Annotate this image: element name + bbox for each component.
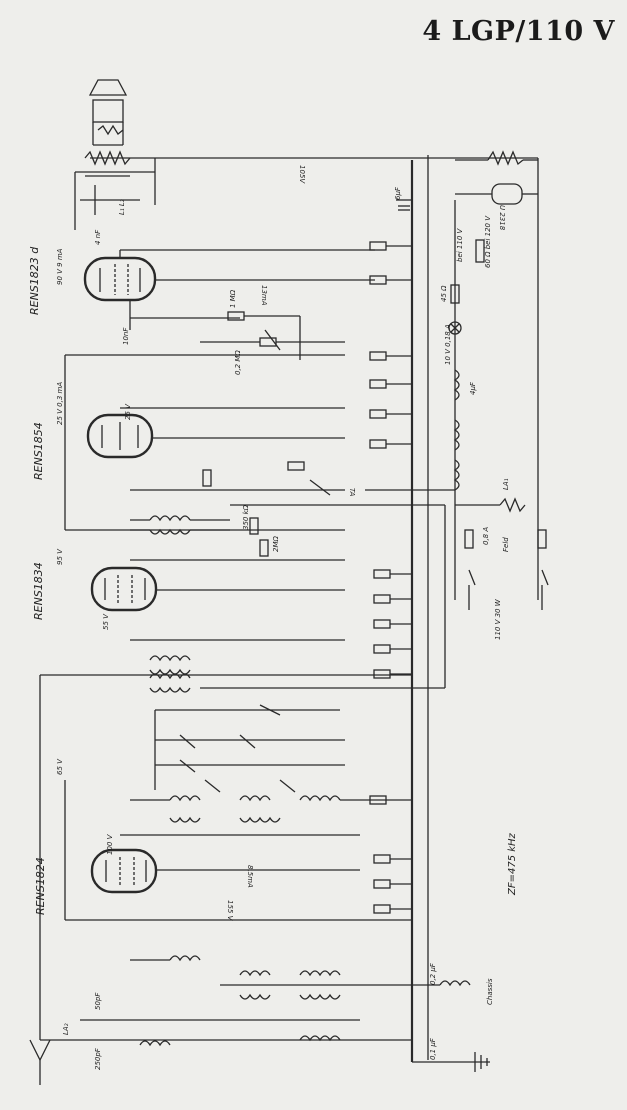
tube-1854 (86, 413, 154, 459)
cap-4nf: 4 nF (94, 229, 102, 245)
cap-250pf: 250pF (94, 1047, 102, 1070)
voltage-95: 95 V (56, 548, 64, 565)
res-1m: 1 MΩ (229, 289, 237, 308)
cap-6uf: 6μF (394, 186, 402, 200)
res-350k: 350 kΩ (242, 504, 250, 530)
if-frequency-label: ZF=475 kHz (507, 832, 518, 896)
cap-01uf: 0,1 μF (429, 1037, 437, 1060)
cap-02uf: 0,2 μF (429, 962, 437, 985)
lamp-rating: 10 V 0,18 A (444, 324, 452, 365)
tube-label-1834: RENS1834 (32, 562, 45, 620)
res-60-bei-120v: 60 Ω bei 120 V (484, 215, 492, 268)
res-2m: 2MΩ (272, 536, 280, 552)
tube-1834 (90, 566, 158, 612)
tube-label-1823d: RENS1823 d (28, 246, 41, 315)
fuse-08a: 0,8 A (482, 527, 490, 545)
tube-1824 (90, 848, 158, 894)
la2-label: LA₂ (62, 1023, 70, 1035)
mains-label: 110 V 30 W (494, 598, 502, 640)
ta-label: TA (348, 488, 356, 497)
res-45: 45 Ω (440, 285, 448, 302)
tube-label-1824: RENS1824 (34, 857, 47, 915)
voltage-155: 155 V (226, 900, 234, 922)
cap-4uf: 4μF (469, 381, 477, 395)
voltage-25: 25 V (124, 403, 132, 420)
feld-label: Feld (502, 537, 510, 552)
pilot-lamp-icon (448, 321, 462, 335)
current-85ma: 8,5mA (246, 865, 254, 888)
tube-1823d (83, 256, 157, 302)
bei-110v: bei 110 V (456, 227, 464, 262)
tube-label-1854: RENS1854 (32, 422, 45, 480)
speaker-icon (92, 99, 124, 123)
voltage-100: 100 V (106, 833, 114, 855)
cap-10nf: 10nF (122, 327, 130, 345)
model-title: 4 LGP/110 V (422, 16, 615, 47)
voltage-90: 90 V 9 mA (56, 248, 64, 285)
ballast-tube (491, 183, 523, 205)
chassis-label: Chassis (486, 978, 494, 1005)
cap-50pf: 50pF (94, 992, 102, 1010)
ballast-u2318: U 2318 (498, 205, 506, 231)
current-13ma: 13mA (260, 285, 268, 306)
voltage-105: 105V (298, 165, 306, 184)
antenna-icon (29, 1039, 51, 1062)
res-02m: 0,2 MΩ (234, 350, 242, 375)
coil-l1l2: L₁ L₂ (118, 199, 126, 215)
voltage-55: 55 V (102, 613, 110, 630)
voltage-65: 65 V (56, 758, 64, 775)
la1-label: LA₁ (502, 478, 510, 490)
voltage-25-03ma: 25 V 0,3 mA (56, 382, 64, 425)
